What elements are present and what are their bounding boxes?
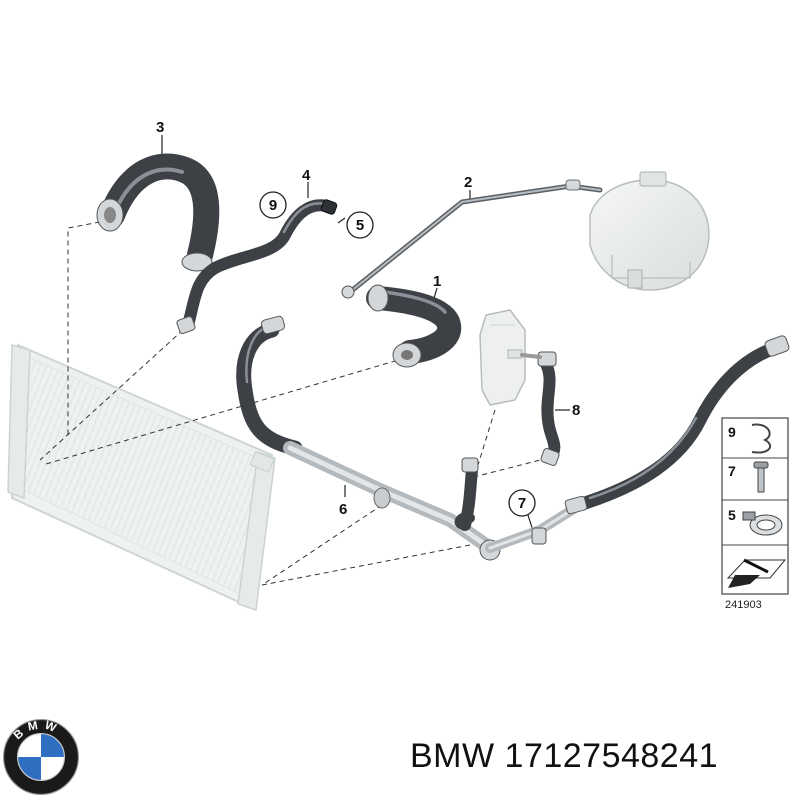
svg-text:5: 5 [356, 217, 364, 234]
callout-5-circle: 5 [346, 211, 374, 239]
callout-1: 1 [433, 273, 441, 290]
clip-part-5-assembly [320, 199, 338, 215]
callout-3: 3 [156, 119, 164, 136]
svg-text:7: 7 [518, 495, 526, 512]
bleed-line [341, 179, 603, 299]
callout-9-circle: 9 [259, 191, 287, 219]
hose-part-1 [366, 284, 462, 368]
screw-icon [753, 461, 769, 493]
callout-4: 4 [302, 167, 311, 184]
coolant-pipe-part-6 [236, 315, 585, 561]
gasket-arrow-icon [726, 558, 787, 588]
hose-part-8 [520, 351, 561, 466]
hose-part-4 [176, 199, 336, 334]
hose-clamp-icon [742, 511, 783, 536]
parts-legend: 9 7 5 241903 [721, 417, 789, 611]
legend-item-7-number: 7 [728, 463, 736, 479]
callout-2: 2 [464, 174, 472, 191]
diagram-number: 241903 [725, 599, 762, 611]
logo-letter-m: M [27, 718, 44, 733]
legend-item-9-number: 9 [728, 424, 736, 440]
callout-7-circle: 7 [508, 489, 536, 517]
clamp-icon [751, 423, 772, 454]
callout-8: 8 [572, 402, 580, 419]
callout-6: 6 [339, 501, 347, 518]
upper-radiator-hose [96, 153, 220, 272]
radiator [7, 343, 276, 612]
coolant-reservoir [479, 309, 526, 406]
legend-item-5-number: 5 [728, 507, 736, 523]
expansion-tank [589, 171, 710, 291]
callouts: 3 4 2 1 8 6 9 5 7 [156, 119, 580, 518]
heater-hose [564, 335, 790, 515]
part-number-caption: BMW 17127548241 [410, 737, 719, 775]
svg-text:9: 9 [269, 197, 277, 214]
bmw-logo: BMW [2, 718, 80, 796]
leader-lines [39, 221, 549, 586]
